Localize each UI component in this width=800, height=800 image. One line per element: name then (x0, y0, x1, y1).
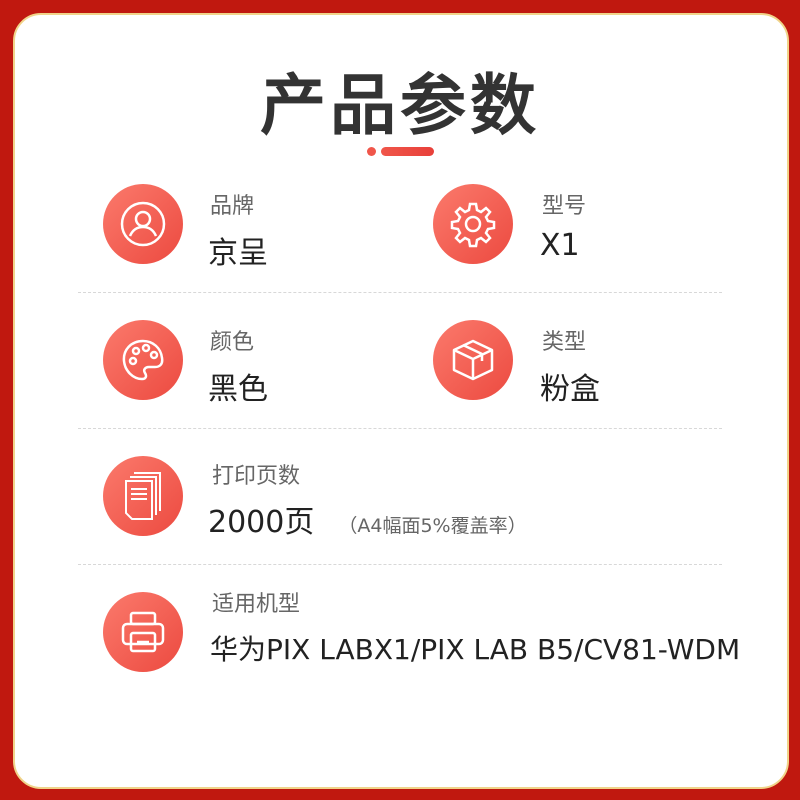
user-icon (103, 184, 183, 264)
page-title: 产品参数 (260, 67, 540, 144)
pages-value: 2000页 (208, 505, 315, 540)
gear-icon (433, 184, 513, 264)
model-label: 型号 (542, 194, 587, 219)
divider-dot (367, 147, 376, 156)
compat-value: 华为PIX LABX1/PIX LAB B5/CV81-WDM (210, 633, 741, 666)
row-divider (78, 292, 722, 293)
brand-label: 品牌 (210, 194, 255, 219)
color-label: 颜色 (210, 330, 255, 355)
type-label: 类型 (542, 330, 587, 355)
type-value: 粉盒 (540, 372, 600, 407)
palette-icon (103, 320, 183, 400)
color-value: 黑色 (208, 372, 268, 407)
compat-label: 适用机型 (212, 592, 301, 617)
pages-label: 打印页数 (212, 464, 301, 489)
row-divider (78, 428, 722, 429)
row-divider (78, 564, 722, 565)
printer-icon (103, 592, 183, 672)
brand-value: 京呈 (208, 236, 268, 271)
pages-icon (103, 456, 183, 536)
model-value: X1 (540, 228, 580, 263)
pages-value-row: 2000页 （A4幅面5%覆盖率） (208, 497, 527, 541)
divider-bar (381, 147, 434, 156)
pages-note: （A4幅面5%覆盖率） (338, 515, 527, 537)
box-icon (433, 320, 513, 400)
